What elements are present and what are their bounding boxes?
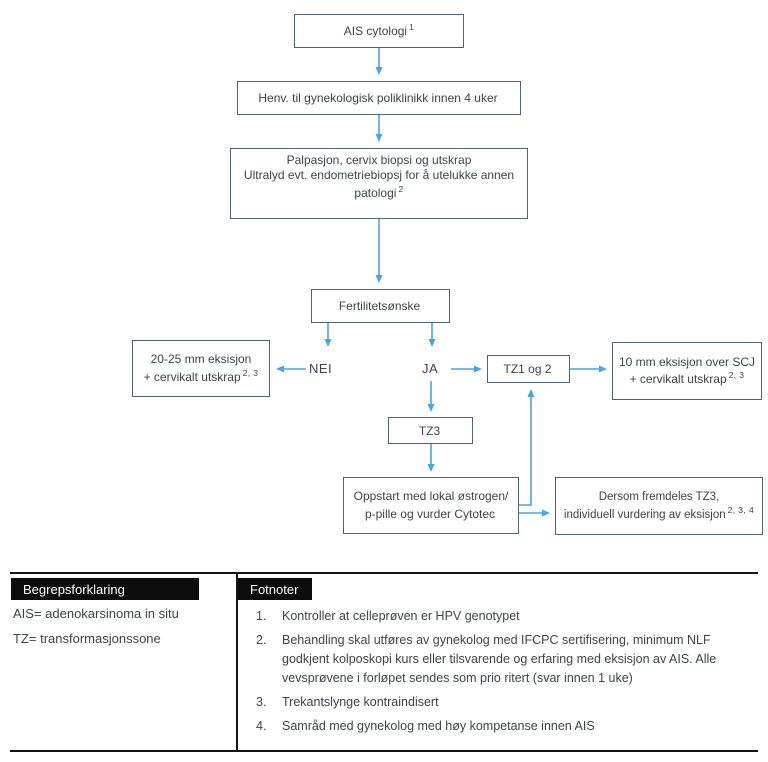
legend-item-ais: AIS= adenokarsinoma in situ bbox=[13, 606, 179, 621]
flow-node-tz1-2: TZ1 og 2 bbox=[487, 355, 570, 383]
section-divider-vertical bbox=[236, 572, 238, 752]
footnote-ref: 2, 3 bbox=[242, 367, 259, 378]
footnote-number: 4. bbox=[256, 719, 267, 733]
footnote-item: 3. Trekantslynge kontraindisert bbox=[256, 693, 734, 712]
footnote-number: 1. bbox=[256, 609, 267, 623]
flow-node-utredning: Palpasjon, cervix biopsi og utskrap Ultr… bbox=[230, 148, 528, 219]
flow-node-fertilitetsonske: Fertilitetsønske bbox=[311, 289, 450, 323]
footnote-item: 4. Samråd med gynekolog med høy kompetan… bbox=[256, 717, 734, 736]
flow-node-eksisjon-10mm: 10 mm eksisjon over SCJ + cervikalt utsk… bbox=[612, 342, 762, 400]
footnote-ref: 1 bbox=[409, 22, 415, 33]
node-label: TZ3 bbox=[418, 423, 441, 438]
footnote-ref: 2, 3 bbox=[728, 370, 745, 380]
node-label: Palpasjon, cervix biopsi og utskrap Ultr… bbox=[243, 153, 515, 200]
footnote-text: Behandling skal utføres av gynekolog med… bbox=[282, 633, 717, 685]
branch-label-ja: JA bbox=[422, 361, 439, 376]
node-label: 10 mm eksisjon over SCJ + cervikalt utsk… bbox=[618, 354, 756, 386]
footnotes-header-bar: Fotnoter bbox=[238, 578, 312, 600]
footnote-item: 1. Kontroller at celleprøven er HPV geno… bbox=[256, 607, 734, 626]
legend-header-bar: Begrepsforklaring bbox=[11, 578, 199, 600]
node-label: Dersom fremdeles TZ3, individuell vurder… bbox=[563, 490, 726, 521]
footnote-number: 2. bbox=[256, 633, 267, 647]
arrow-oppstart-up-to-tz1-2 bbox=[519, 389, 535, 506]
footnote-text: Kontroller at celleprøven er HPV genotyp… bbox=[282, 609, 520, 623]
node-label: Oppstart med lokal østrogen/ p-pille og … bbox=[353, 489, 509, 521]
flow-node-tz3: TZ3 bbox=[388, 417, 473, 444]
footnote-item: 2. Behandling skal utføres av gynekolog … bbox=[256, 631, 734, 688]
footnotes-list: 1. Kontroller at celleprøven er HPV geno… bbox=[256, 607, 734, 741]
flow-node-fremdeles-tz3: Dersom fremdeles TZ3, individuell vurder… bbox=[555, 477, 763, 535]
node-label: TZ1 og 2 bbox=[503, 362, 552, 377]
branch-label-nei: NEI bbox=[309, 361, 333, 376]
node-label: AIS cytologi bbox=[343, 24, 408, 39]
footnote-text: Samråd med gynekolog med høy kompetanse … bbox=[282, 719, 595, 733]
node-label: Henv. til gynekologisk poliklinikk innen… bbox=[258, 91, 498, 106]
flow-node-henvisning: Henv. til gynekologisk poliklinikk innen… bbox=[237, 81, 521, 115]
legend-item-tz: TZ= transformasjonssone bbox=[13, 631, 161, 646]
footnotes-title: Fotnoter bbox=[250, 581, 299, 597]
footnote-ref: 2, 3, 4 bbox=[727, 504, 755, 515]
footnote-ref: 2 bbox=[398, 183, 404, 194]
node-label: Fertilitetsønske bbox=[338, 299, 421, 314]
section-divider-top bbox=[10, 572, 758, 574]
section-divider-bottom bbox=[10, 750, 758, 752]
legend-title: Begrepsforklaring bbox=[23, 581, 125, 597]
footnote-text: Trekantslynge kontraindisert bbox=[282, 695, 439, 709]
flow-node-oppstart-ostrogen: Oppstart med lokal østrogen/ p-pille og … bbox=[343, 477, 519, 534]
node-label: 20-25 mm eksisjon + cervikalt utskrap bbox=[143, 352, 252, 384]
footnote-number: 3. bbox=[256, 695, 267, 709]
